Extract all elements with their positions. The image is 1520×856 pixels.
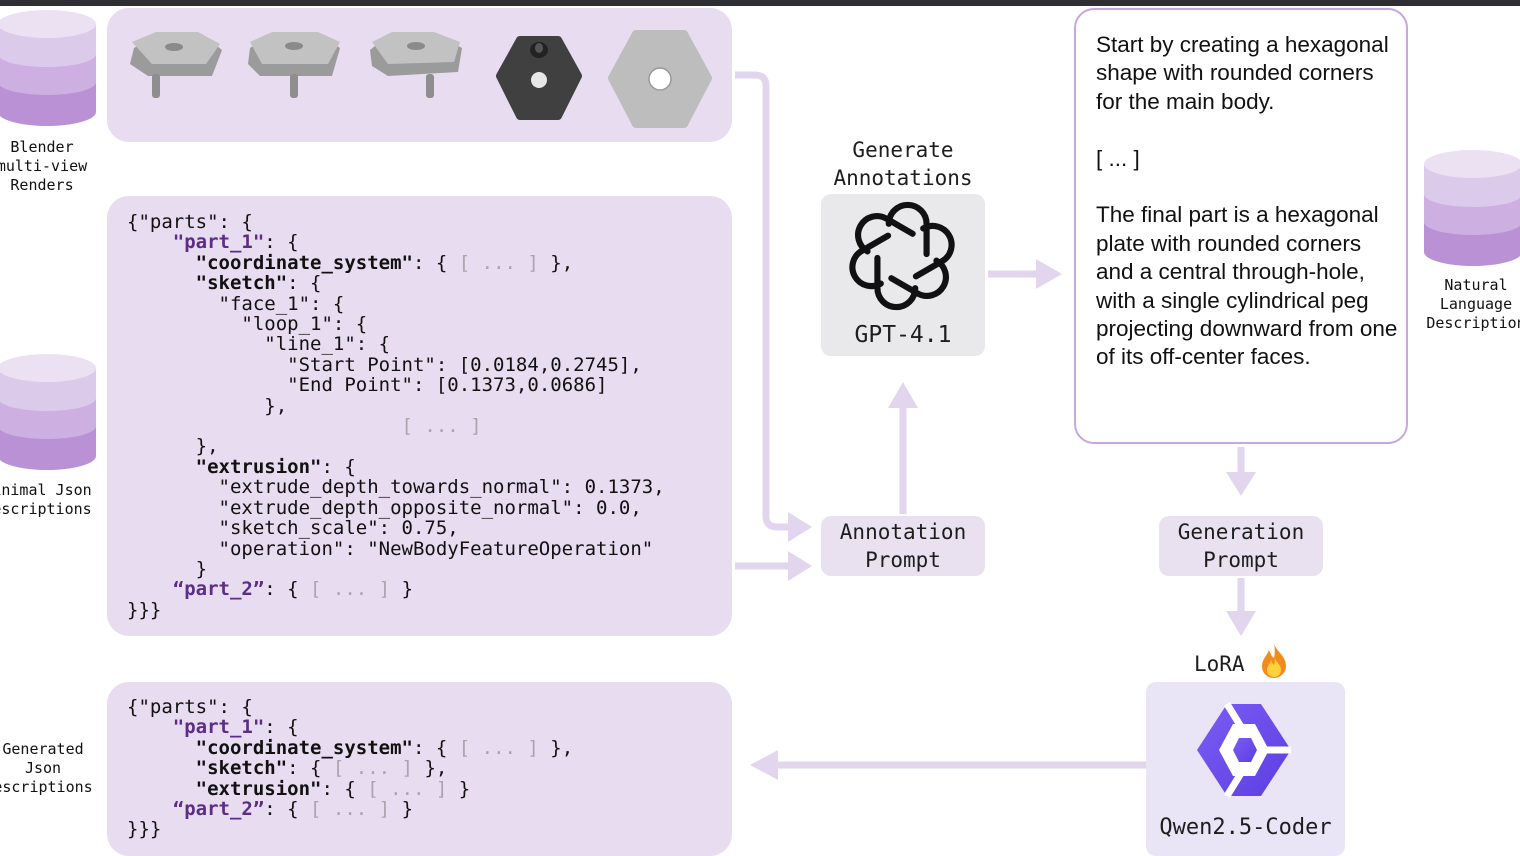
generated-json-code: {"parts": { "part_1": { "coordinate_syst… — [127, 697, 573, 840]
database-icon-minimal-json — [0, 354, 96, 470]
json-punct: } — [390, 798, 414, 821]
render-view-3 — [370, 32, 462, 98]
json-key-part-1: "part_1" — [172, 716, 265, 739]
json-punct: : { — [264, 231, 299, 254]
json-line: }, — [195, 435, 219, 458]
label-natural-language: Natural Language Description — [1426, 276, 1520, 332]
json-punct: : { — [264, 798, 311, 821]
fire-icon — [1262, 644, 1286, 678]
json-punct: } — [390, 578, 414, 601]
json-punct: : { — [287, 757, 333, 780]
json-line: }}} — [127, 818, 162, 841]
generation-prompt-box: Generation Prompt — [1159, 516, 1323, 576]
json-key-extrusion: "extrusion" — [195, 455, 322, 478]
gpt-node — [821, 194, 985, 356]
json-line: "sketch_scale": 0.75, — [218, 517, 459, 540]
json-key-sketch: "sketch" — [195, 757, 288, 780]
json-punct: : { — [264, 578, 311, 601]
json-punct: : { — [264, 716, 299, 739]
natural-language-description-card: Start by creating a hexagonal shape with… — [1074, 8, 1408, 444]
lora-label: LoRA — [1194, 652, 1245, 676]
json-punct: : { — [287, 272, 322, 295]
json-ellipsis: [ ... ] — [310, 578, 391, 601]
json-line: "face_1": { — [218, 292, 345, 315]
render-view-1 — [130, 32, 222, 98]
json-punct: }, — [413, 757, 448, 780]
json-punct: } — [447, 777, 471, 800]
render-view-top — [496, 36, 582, 120]
generation-prompt-label: Generation Prompt — [1177, 520, 1305, 572]
json-ellipsis: [ ... ] — [310, 798, 391, 821]
generated-json-panel — [107, 682, 732, 856]
arrow-renders-to-annotation — [735, 71, 790, 531]
json-ellipsis: [ ... ] — [367, 777, 448, 800]
render-view-2 — [248, 32, 340, 98]
json-punct: }, — [538, 736, 574, 759]
json-line: } — [195, 557, 208, 580]
json-punct: : { — [321, 455, 356, 478]
render-view-bottom — [608, 30, 712, 128]
database-icon-renders — [0, 10, 96, 126]
label-generated-json: Generated Json escriptions — [0, 740, 93, 796]
json-line: }, — [264, 394, 288, 417]
json-key-part-2: “part_2” — [172, 798, 265, 821]
json-line: "extrude_depth_towards_normal": 0.1373, — [218, 476, 665, 499]
label-blender-renders: Blender multi-view Renders — [0, 138, 88, 194]
json-key-extrusion: "extrusion" — [195, 777, 322, 800]
database-icon-natural-language — [1424, 150, 1520, 266]
openai-logo-icon — [849, 201, 955, 311]
minimal-json-code: {"parts": { "part_1": { "coordinate_syst… — [127, 212, 665, 620]
json-key-part-1: "part_1" — [172, 231, 265, 254]
json-ellipsis: [ ... ] — [332, 757, 413, 780]
description-ellipsis: [ ... ] — [1096, 145, 1140, 171]
json-punct: : { — [321, 777, 368, 800]
json-key-part-2: “part_2” — [172, 578, 265, 601]
json-line: }}} — [127, 598, 162, 621]
annotation-prompt-box: Annotation Prompt — [821, 516, 985, 576]
json-line: {"parts": { — [127, 211, 253, 233]
json-ellipsis: [ ... ] — [458, 251, 539, 274]
generate-annotations-title: Generate Annotations — [833, 138, 973, 190]
annotation-prompt-label: Annotation Prompt — [839, 520, 967, 572]
json-line: {"parts": { — [127, 696, 253, 718]
json-punct: : { — [412, 251, 459, 274]
json-line: "End Point": [0.1373,0.0686] — [287, 374, 608, 397]
json-line: "line_1": { — [264, 333, 391, 356]
json-line: "loop_1": { — [241, 313, 368, 336]
json-ellipsis: [ ... ] — [458, 736, 539, 759]
json-line: "extrude_depth_opposite_normal": 0.0, — [218, 496, 642, 519]
qwen-model-name: Qwen2.5-Coder — [1159, 815, 1332, 840]
json-key-coordinate-system: "coordinate_system" — [195, 736, 413, 759]
label-minimal-json: inimal Json escriptions — [0, 481, 92, 518]
json-ellipsis: [ ... ] — [401, 415, 482, 438]
json-punct: }, — [538, 251, 574, 274]
description-paragraph-1: Start by creating a hexagonal shape with… — [1096, 32, 1389, 114]
description-paragraph-2: The final part is a hexagonal plate with… — [1096, 202, 1398, 370]
json-punct: : { — [412, 736, 459, 759]
qwen-logo-icon — [1197, 702, 1291, 798]
json-line: "operation": "NewBodyFeatureOperation" — [218, 537, 654, 560]
top-window-bar — [0, 0, 1520, 6]
json-key-coordinate-system: "coordinate_system" — [195, 251, 413, 274]
json-line: "Start Point": [0.0184,0.2745], — [287, 353, 642, 376]
json-key-sketch: "sketch" — [195, 272, 288, 295]
gpt-model-name: GPT-4.1 — [854, 322, 952, 348]
minimal-json-panel — [107, 196, 732, 636]
